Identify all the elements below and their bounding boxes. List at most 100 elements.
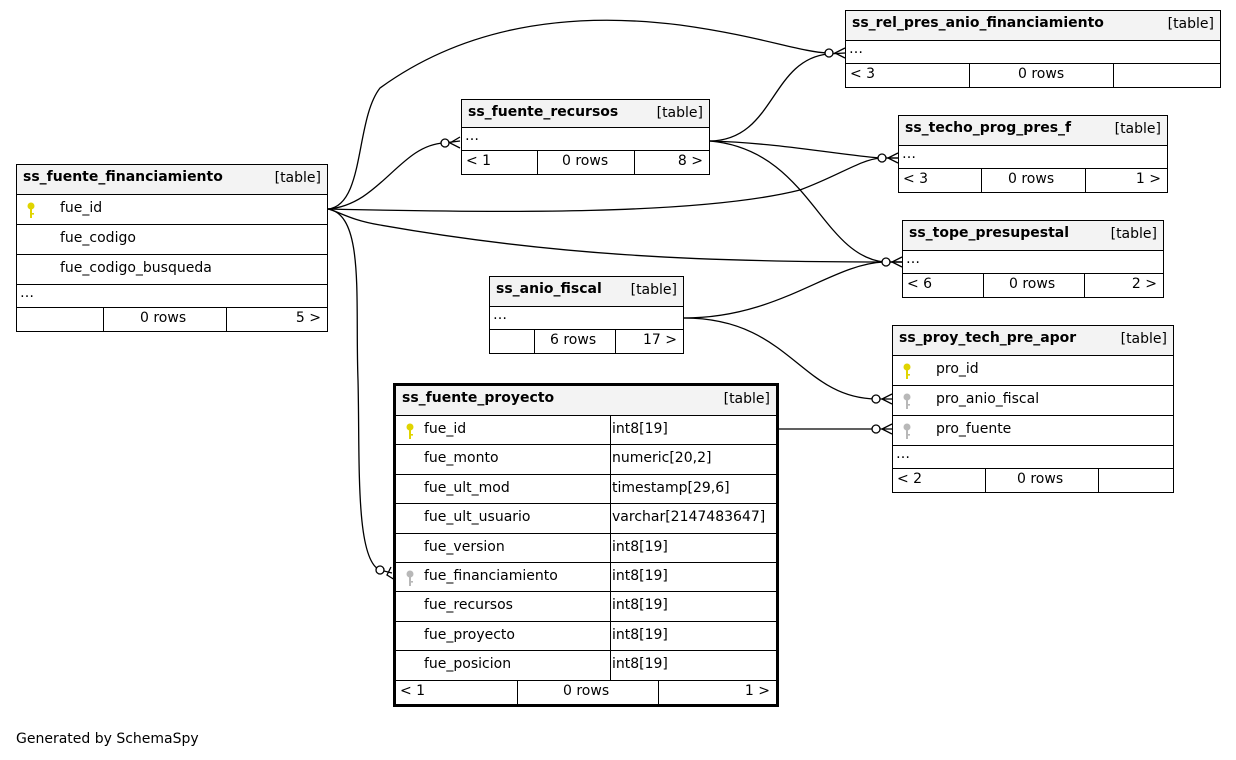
crow-foot-marker: [880, 393, 893, 405]
parents-count[interactable]: < 1: [466, 153, 492, 169]
edge-financiamiento-to-fuente-recursos: [327, 140, 461, 210]
divider: [610, 621, 611, 651]
more-columns: …: [490, 307, 683, 330]
table-kind: [table]: [1167, 16, 1214, 32]
parents-count[interactable]: < 3: [903, 171, 929, 187]
table-name[interactable]: ss_proy_tech_pre_apor: [899, 330, 1077, 346]
table-name[interactable]: ss_fuente_proyecto: [402, 390, 555, 406]
divider: [615, 330, 616, 353]
ellipsis: …: [906, 251, 920, 267]
column-row[interactable]: fue_proyecto int8[19]: [396, 621, 776, 652]
children-count[interactable]: 17 >: [643, 332, 677, 348]
row-count: 0 rows: [1008, 171, 1055, 187]
column-row[interactable]: fue_ult_usuario varchar[2147483647]: [396, 504, 776, 534]
table-footer: < 1 0 rows 1 >: [396, 680, 776, 704]
edge-anio-to-proy: [683, 317, 892, 400]
edge-financiamiento-to-tope: [327, 208, 902, 263]
zero-many-marker: [440, 138, 450, 148]
column-row[interactable]: fue_codigo_busqueda: [17, 255, 327, 285]
table-footer: < 1 0 rows 8 >: [462, 151, 709, 174]
column-row[interactable]: fue_financiamiento int8[19]: [396, 562, 776, 593]
row-count: 6 rows: [550, 332, 597, 348]
column-name: fue_proyecto: [424, 626, 515, 643]
divider: [983, 274, 984, 297]
table-name[interactable]: ss_fuente_financiamiento: [23, 169, 223, 185]
divider: [1085, 169, 1086, 192]
column-name: fue_codigo_busqueda: [60, 260, 212, 276]
children-count[interactable]: 1 >: [744, 682, 770, 699]
edge-recursos-to-rel-pres: [709, 52, 846, 142]
generated-by-label: Generated by SchemaSpy: [16, 731, 199, 747]
column-name: fue_id: [60, 200, 103, 216]
column-row[interactable]: fue_version int8[19]: [396, 533, 776, 563]
children-count[interactable]: 8 >: [677, 153, 703, 169]
table-proy-tech-pre-apor[interactable]: ss_proy_tech_pre_apor [table] pro_id pro…: [892, 325, 1174, 493]
column-row[interactable]: fue_recursos int8[19]: [396, 592, 776, 622]
divider: [610, 416, 611, 445]
divider: [103, 308, 104, 331]
row-count: 0 rows: [562, 153, 609, 169]
column-row[interactable]: fue_monto numeric[20,2]: [396, 445, 776, 475]
table-kind: [table]: [723, 391, 770, 407]
table-kind: [table]: [1114, 121, 1161, 137]
zero-many-marker: [824, 48, 834, 58]
column-row[interactable]: fue_codigo: [17, 225, 327, 255]
divider: [981, 169, 982, 192]
table-header: ss_anio_fiscal [table]: [490, 277, 683, 307]
table-header: ss_proy_tech_pre_apor [table]: [893, 326, 1173, 356]
parents-count[interactable]: < 1: [400, 682, 426, 699]
table-name[interactable]: ss_rel_pres_anio_financiamiento: [852, 15, 1104, 31]
row-count: 0 rows: [563, 682, 610, 699]
key-icon: [903, 363, 911, 379]
table-techo-prog-pres-f[interactable]: ss_techo_prog_pres_f [table] … < 3 0 row…: [898, 115, 1168, 193]
divider: [1098, 469, 1099, 492]
table-name[interactable]: ss_fuente_recursos: [468, 104, 619, 120]
table-footer: 6 rows 17 >: [490, 330, 683, 353]
table-name[interactable]: ss_anio_fiscal: [496, 281, 602, 297]
column-row[interactable]: fue_posicion int8[19]: [396, 651, 776, 681]
table-kind: [table]: [1110, 226, 1157, 242]
table-anio-fiscal[interactable]: ss_anio_fiscal [table] … 6 rows 17 >: [489, 276, 684, 354]
children-count[interactable]: 2 >: [1131, 276, 1157, 292]
column-name: pro_anio_fiscal: [936, 391, 1040, 407]
table-name[interactable]: ss_tope_presupestal: [909, 225, 1070, 241]
table-kind: [table]: [274, 170, 321, 186]
column-row[interactable]: pro_anio_fiscal: [893, 386, 1173, 416]
column-row[interactable]: fue_id: [17, 195, 327, 225]
table-tope-presupestal[interactable]: ss_tope_presupestal [table] … < 6 0 rows…: [902, 220, 1164, 298]
divider: [517, 680, 518, 704]
column-row[interactable]: pro_id: [893, 356, 1173, 386]
parents-count[interactable]: < 6: [907, 276, 933, 292]
table-kind: [table]: [1120, 331, 1167, 347]
crow-foot-marker: [833, 47, 846, 59]
column-row[interactable]: fue_id int8[19]: [396, 416, 776, 446]
column-type: int8[19]: [612, 626, 668, 643]
children-count[interactable]: 1 >: [1135, 171, 1161, 187]
key-icon: [903, 393, 911, 409]
ellipsis: …: [465, 128, 479, 144]
table-name[interactable]: ss_techo_prog_pres_f: [905, 120, 1072, 136]
table-fuente-recursos[interactable]: ss_fuente_recursos [table] … < 1 0 rows …: [461, 99, 710, 175]
table-rel-pres-anio-financiamiento[interactable]: ss_rel_pres_anio_financiamiento [table] …: [845, 10, 1221, 88]
column-row[interactable]: pro_fuente: [893, 416, 1173, 446]
parents-count[interactable]: < 3: [850, 66, 876, 82]
table-kind: [table]: [630, 282, 677, 298]
table-header: ss_fuente_recursos [table]: [462, 100, 709, 128]
divider: [658, 680, 659, 704]
children-count[interactable]: 5 >: [295, 310, 321, 326]
table-header: ss_fuente_proyecto [table]: [396, 386, 776, 416]
crow-foot-marker: [886, 152, 899, 164]
column-row[interactable]: fue_ult_mod timestamp[29,6]: [396, 474, 776, 505]
divider: [610, 651, 611, 680]
column-type: int8[19]: [612, 597, 668, 614]
edge-recursos-to-techo: [709, 140, 898, 159]
table-kind: [table]: [656, 105, 703, 121]
divider: [537, 151, 538, 174]
table-fuente-financiamiento[interactable]: ss_fuente_financiamiento [table] fue_id …: [16, 164, 328, 332]
table-footer: < 3 0 rows 1 >: [899, 169, 1167, 192]
table-fuente-proyecto[interactable]: ss_fuente_proyecto [table] fue_id int8[1…: [393, 383, 779, 707]
parents-count[interactable]: < 2: [897, 471, 923, 487]
column-name: fue_id: [424, 421, 467, 437]
table-header: ss_techo_prog_pres_f [table]: [899, 116, 1167, 146]
edge-financiamiento-to-techo: [327, 157, 898, 213]
